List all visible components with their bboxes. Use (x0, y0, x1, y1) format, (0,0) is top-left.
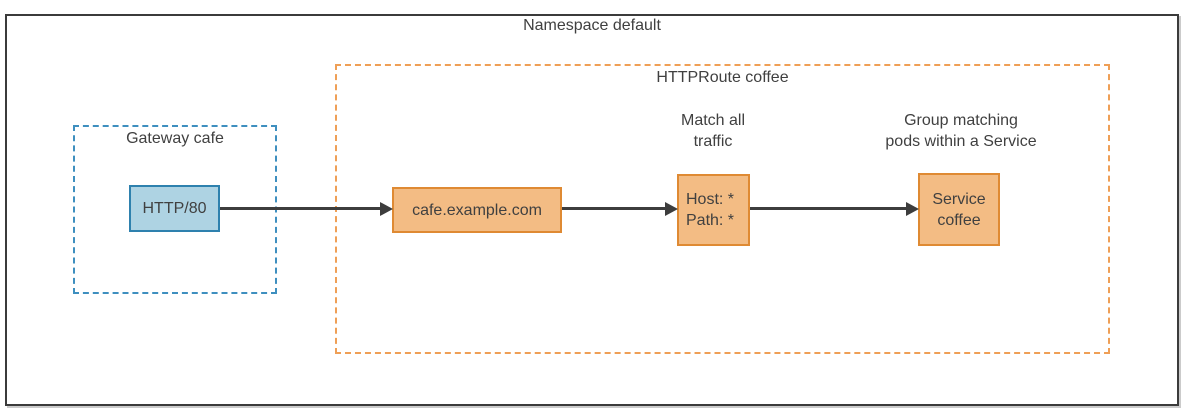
arrow-hostname-to-match (562, 207, 665, 210)
service-node: Service coffee (918, 173, 1000, 246)
match-annotation-line2: traffic (693, 133, 733, 150)
httproute-group-label: HTTPRoute coffee (656, 69, 789, 86)
service-annotation: Group matching pods within a Service (858, 110, 1064, 152)
gateway-group-label: Gateway cafe (126, 130, 224, 147)
match-annotation: Match all traffic (640, 110, 786, 152)
listener-node-label: HTTP/80 (142, 200, 207, 217)
hostname-node-label: cafe.example.com (412, 201, 542, 219)
service-node-label-line1: Service (932, 190, 986, 208)
arrow-listener-to-hostname (220, 207, 380, 210)
match-annotation-line1: Match all (680, 112, 746, 129)
match-rule-node: Host: * Path: * (677, 174, 750, 246)
hostname-node: cafe.example.com (392, 187, 562, 233)
arrow-match-to-service (750, 207, 906, 210)
service-annotation-line2: pods within a Service (885, 133, 1037, 150)
listener-node: HTTP/80 (129, 185, 220, 232)
match-path-label: Path: * (686, 212, 735, 229)
namespace-label: Namespace default (523, 17, 661, 34)
service-annotation-line1: Group matching (904, 112, 1018, 129)
match-host-label: Host: * (686, 191, 735, 208)
service-node-label-line2: coffee (937, 211, 981, 229)
